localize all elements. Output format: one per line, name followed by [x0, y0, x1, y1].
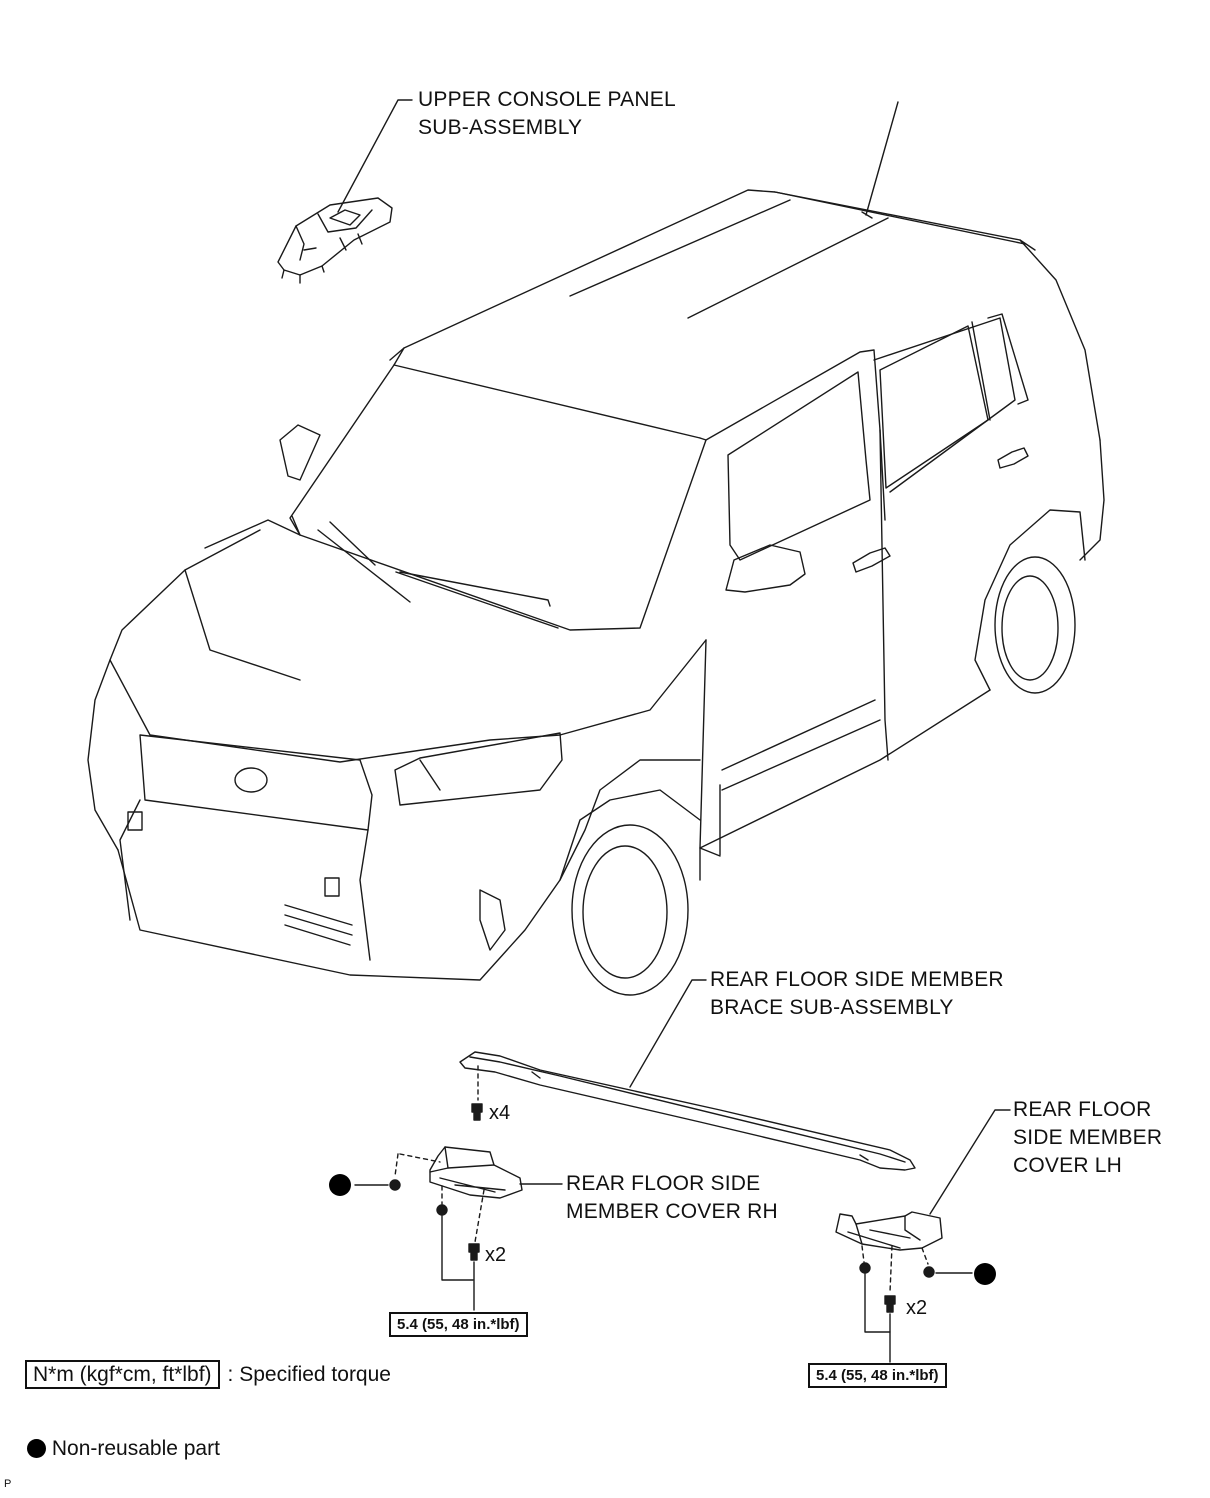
torque-legend-text: : Specified torque	[227, 1363, 391, 1386]
label-cover-rh: REAR FLOOR SIDE MEMBER COVER RH	[566, 1172, 778, 1223]
non-reusable-mark-icon	[974, 1263, 996, 1285]
label-brace-sub-assembly: REAR FLOOR SIDE MEMBER BRACE SUB-ASSEMBL…	[710, 968, 1004, 1019]
brace-part	[459, 1051, 916, 1171]
leader-brace	[629, 979, 707, 1088]
vehicle-body	[87, 101, 1105, 996]
upper-console-panel-part	[277, 197, 393, 284]
label-cover-lh: REAR FLOOR SIDE MEMBER COVER LH	[1013, 1098, 1163, 1177]
bolt-icon	[884, 1295, 896, 1313]
label-upper-console-panel: UPPER CONSOLE PANEL SUB-ASSEMBLY	[418, 88, 676, 139]
non-reusable-legend-text: Non-reusable part	[51, 1437, 220, 1460]
torque-spec-rh: 5.4 (55, 48 in.*lbf)	[389, 1312, 528, 1337]
non-reusable-mark-icon	[27, 1439, 46, 1458]
quantity-rh-bolts: x2	[485, 1244, 507, 1266]
non-reusable-mark-icon	[329, 1174, 351, 1196]
bolt-icon	[468, 1243, 480, 1261]
torque-spec-lh: 5.4 (55, 48 in.*lbf)	[808, 1363, 947, 1388]
cover-rh-part	[429, 1146, 523, 1199]
corner-code: P	[4, 1478, 12, 1490]
quantity-lh-bolts: x2	[906, 1297, 928, 1319]
cover-lh-part	[835, 1211, 943, 1251]
bolt-icon	[471, 1103, 483, 1121]
torque-unit-box: N*m (kgf*cm, ft*lbf)	[25, 1360, 220, 1389]
legend-torque: N*m (kgf*cm, ft*lbf) : Specified torque	[25, 1360, 391, 1389]
legend-non-reusable: Non-reusable part	[27, 1436, 220, 1462]
quantity-brace-bolts: x4	[489, 1102, 511, 1124]
leader-cover-lh	[929, 1109, 1011, 1215]
leader-upper-console	[337, 99, 413, 213]
